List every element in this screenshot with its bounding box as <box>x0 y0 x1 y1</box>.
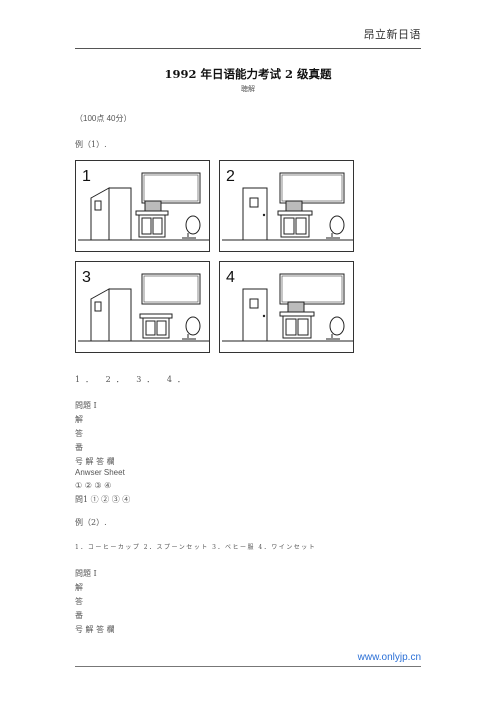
example-1-options: 1． 2． 3． 4． <box>75 375 190 384</box>
answer-column-row: 号 解 答 欄 <box>75 457 115 466</box>
footer-link[interactable]: www.onlyjp.cn <box>357 652 421 663</box>
answer-sheet-label: Anwser Sheet <box>75 468 125 477</box>
footer-divider <box>75 666 421 667</box>
answer-char-ban-2: 番 <box>75 611 83 620</box>
mondai-heading-2: 問題 Ⅰ <box>75 569 97 578</box>
score-note: （100点 40分） <box>75 114 132 123</box>
classroom-illustration-1: 1 <box>78 168 209 241</box>
answer-circles: ① ② ③ ④ <box>75 481 112 490</box>
classroom-illustration-2: 2 <box>222 168 353 241</box>
picture-number: 4 <box>226 269 235 286</box>
picture-4: 4 <box>219 261 354 353</box>
picture-number: 2 <box>226 168 235 185</box>
picture-number: 3 <box>82 269 91 286</box>
example-2-options: 1．コーヒーカップ 2．スプーンセット 3．ベヒー服 4．ワインセット <box>75 544 317 551</box>
example-2-label: 例（2）. <box>75 518 107 527</box>
picture-3: 3 <box>75 261 210 353</box>
answer-char-kai-2: 解 <box>75 583 83 592</box>
mondai-heading: 問題 Ⅰ <box>75 401 97 410</box>
header-divider <box>75 48 421 49</box>
brand-header: 昂立新日语 <box>363 28 421 41</box>
picture-1: 1 <box>75 160 210 252</box>
document-title: 1992 年日语能力考试 2 级真题 <box>164 67 332 81</box>
classroom-illustration-4: 4 <box>222 269 353 342</box>
document-subtitle: 聴解 <box>241 85 255 93</box>
picture-2: 2 <box>219 160 354 252</box>
answer-char-tou-2: 答 <box>75 597 83 606</box>
answer-char-tou: 答 <box>75 429 83 438</box>
answer-char-kai: 解 <box>75 415 83 424</box>
classroom-illustration-3: 3 <box>78 269 209 342</box>
example-1-label: 例（1）. <box>75 140 107 149</box>
question-1-answers: 問1 ① ② ③ ④ <box>75 495 131 504</box>
answer-char-ban: 番 <box>75 443 83 452</box>
answer-column-row-2: 号 解 答 欄 <box>75 625 115 634</box>
picture-number: 1 <box>82 168 91 185</box>
